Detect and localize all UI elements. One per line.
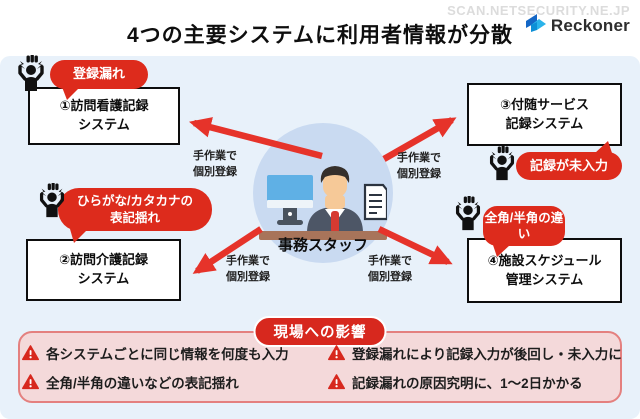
system-box-2-visiting-care: ②訪問介護記録 システム [26,239,181,301]
impact-item: 登録漏れにより記録入力が後回し・未入力に [328,343,622,363]
reckoner-logo-text: Reckoner [550,16,630,35]
system-box-1-visiting-nursing: ①訪問看護記録 システム [28,87,180,145]
system-box-4-facility-schedule: ④施設スケジュール 管理システム [467,238,622,303]
impact-items: 各システムごとに同じ情報を何度も入力 登録漏れにより記録入力が後回し・未入力に … [22,343,622,392]
impact-item: 各システムごとに同じ情報を何度も入力 [22,343,324,363]
arrow-label-manual-entry: 手作業で 個別登録 [397,152,441,180]
issue-bubble-fullwidth-halfwidth: 全角/半角の違い [483,206,565,257]
warning-triangle-icon [22,374,39,390]
arrow-label-manual-entry: 手作業で 個別登録 [368,255,412,283]
reckoner-logo-icon [524,13,548,39]
impact-item-text: 全角/半角の違いなどの表記揺れ [46,376,239,391]
impact-item: 記録漏れの原因究明に、1〜2日かかる [328,372,622,392]
office-worker-at-desk-illustration [259,145,389,250]
watermark: SCAN.NETSECURITY.NE.JP [447,3,630,18]
reckoner-logo: Reckoner [524,13,630,39]
impact-section-title: 現場への影響 [253,316,387,347]
warning-triangle-icon [328,374,345,390]
impact-item-text: 登録漏れにより記録入力が後回し・未入力に [352,347,622,362]
frustrated-person-icon [484,145,520,187]
system-box-3-ancillary-service: ③付随サービス 記録システム [467,83,622,146]
warning-triangle-icon [22,345,39,361]
page-title: 4つの主要システムに利用者情報が分散 [126,24,514,47]
impact-item-text: 各システムごとに同じ情報を何度も入力 [46,347,289,362]
impact-item-text: 記録漏れの原因究明に、1〜2日かかる [352,376,583,391]
center-label: 事務スタッフ [277,237,368,254]
arrow-label-manual-entry: 手作業で 個別登録 [193,150,237,178]
frustrated-person-icon [450,195,486,237]
frustrated-person-icon [12,54,50,98]
frustrated-person-icon [34,182,70,224]
warning-triangle-icon [328,345,345,361]
issue-bubble-registration-missed: 登録漏れ [50,60,148,100]
issue-bubble-kana-inconsistency: ひらがな/カタカナの 表記揺れ [58,188,212,243]
issue-bubble-record-not-entered: 記録が未入力 [516,141,622,180]
impact-item: 全角/半角の違いなどの表記揺れ [22,372,324,392]
arrow-label-manual-entry: 手作業で 個別登録 [226,255,270,283]
